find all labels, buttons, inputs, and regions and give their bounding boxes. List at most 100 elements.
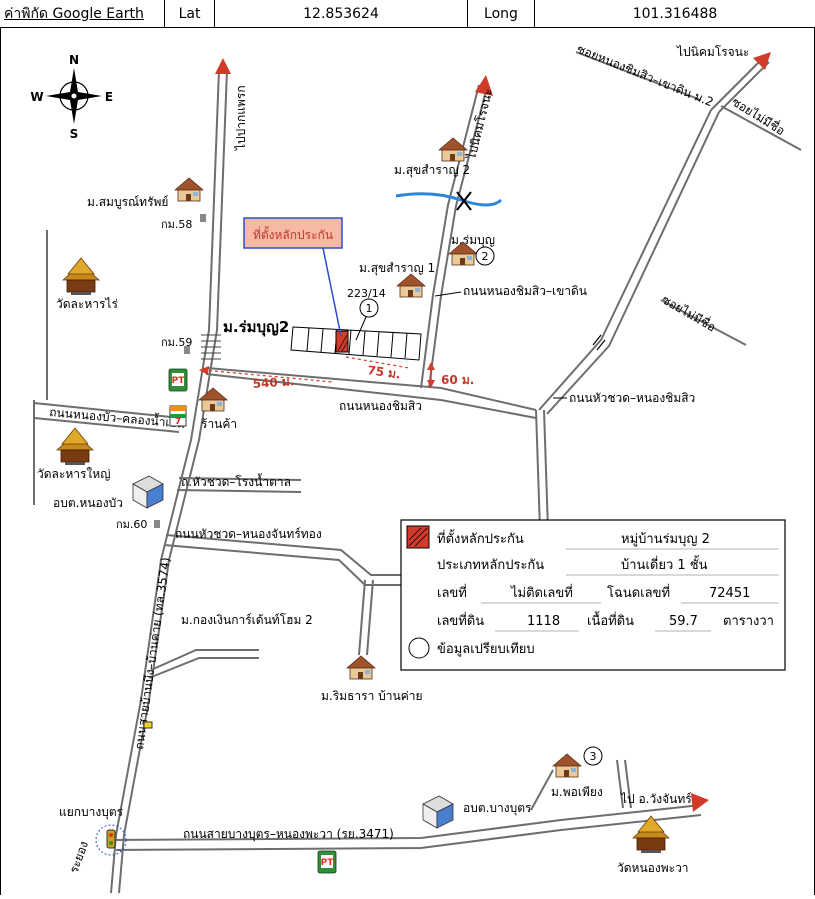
compare-marker-1 [359,298,379,318]
road-ladder [201,334,221,360]
place-phophiang: ม.พอเพียง [551,785,603,799]
legend-area-unit: ตารางวา [723,614,774,629]
legend-deed-label: โฉนดเลขที่ [607,584,670,601]
arrow-nikhom-icon [475,75,493,96]
legend-type-label: ประเภทหลักประกัน [437,558,544,573]
compare-marker-2 [475,246,495,266]
distance-75-label: 75 ม. [367,363,402,382]
place-yaek-bangbut: แยกบางบุตร [59,805,124,820]
location-label: ที่ตั้งหลักประกัน [253,226,333,242]
road-to-wangchan: ไป อ.วังจันทร์ [620,792,692,806]
road-to-nikhom: ไปนิคมโรจนะ [676,45,749,59]
intersection-bangbut [95,824,127,856]
compare-marker-1-num: 1 [366,302,373,315]
location-pointer [322,247,342,337]
road-soi-maimichue-mid: ซอยไม่มีชื่อ [660,291,720,335]
bridge-icon [456,191,472,211]
river [395,192,503,207]
compare-marker-1-line [355,316,367,341]
long-label: Long [468,0,535,27]
road-huachuat-ronghamtan: ถ.หัวชวด–โรงน้ำตาล [181,473,291,489]
legend-location: ที่ตั้งหลักประกัน [437,529,524,547]
place-somboonsap: ม.สมบูรณ์ทรัพย์ [87,195,168,210]
road-huachuat-nongchimsio: ถนนหัวชวด–หนองชิมสิว [569,391,695,405]
legend-compare: ข้อมูลเปรียบเทียบ [437,641,535,657]
compass-e: E [105,90,113,104]
shop-icon [198,387,228,412]
road-to-paksaeng: ไปปากแพรก [234,85,248,151]
ptt-station-1-icon [168,368,188,392]
compass-w: W [30,90,43,104]
place-sooksamran2: ม.สุขสำราญ 2 [394,163,470,178]
long-value: 101.316488 [632,5,718,22]
place-km60: กม.60 [116,518,147,531]
compare-marker-3-num: 3 [590,750,597,763]
house-phophiang-icon [552,753,582,778]
legend-land-label: เลขที่ดิน [437,612,484,629]
road-nongchimsio-khaodin-pointer [434,291,462,297]
map-area: PT N S W E [0,27,815,895]
culvert-icon [592,334,606,351]
place-kongngoen: ม.กองเงินการ์เด้นท์โฮม 2 [181,613,313,627]
distance-60-arrow2-icon [427,380,435,388]
map-svg: PT N S W E [30,42,802,894]
lat-value: 12.853624 [215,0,468,27]
temple-lahan-rai-icon [62,257,100,296]
signpost-icon [143,721,153,729]
house-somboonsap-icon [174,177,204,202]
distance-540-label: 540 ม. [252,374,295,391]
road-network [33,51,802,894]
road-nongchimsio: ถนนหนองชิมสิว [339,399,422,413]
header-title-text: ค่าพิกัด Google Earth [4,5,144,22]
place-romboon: ม.ร่มบุญ [451,233,495,248]
legend-box: ที่ตั้งหลักประกัน หมู่บ้านร่มบุญ 2 ประเภ… [400,519,786,671]
office-nongbua-icon [132,475,164,509]
place-sooksamran1: ม.สุขสำราญ 1 [359,261,435,276]
place-km59: กม.59 [161,336,192,349]
arrow-wangchan-icon [691,793,709,812]
place-shop: ร้านค้า [201,417,237,431]
compare-marker-3 [583,746,603,766]
arrow-nikhom-ne-icon [753,52,771,70]
legend-type-value: บ้านเดี่ยว 1 ชั้น [621,555,708,573]
km60-post-icon [154,520,160,528]
office-bangbut-icon [422,795,454,829]
distance-60-label: 60 ม. [441,373,474,387]
legend-no-value: ไม่ติดเลขที่ [510,584,573,601]
legend-no-label: เลขที่ [437,584,467,601]
km59-post-icon [184,346,190,354]
village-plots [290,326,422,361]
road-huachuat-nongchanthong: ถนนหัวชวด–หนองจันทร์ทอง [175,527,322,541]
location-label-box [243,217,343,249]
place-wat-lahan-yai: วัดละหารใหญ่ [37,467,110,481]
compass-s: S [70,127,79,141]
distance-540-line [202,369,334,383]
header-title: ค่าพิกัด Google Earth [0,0,165,27]
legend-area-label: เนื้อที่ดิน [587,611,634,629]
legend-deed-value: 72451 [709,586,750,601]
road-bangbut-nongphawa: ถนนสายบางบุตร–หนองพะวา (รย.3471) [183,827,394,842]
place-abt-bangbut: อบต.บางบุตร [463,801,532,816]
house-sooksamran1-icon [396,273,426,298]
legend-compare-circle [408,637,430,659]
place-abt-nongbua: อบต.หนองบัว [53,496,123,510]
road-nongchimsio-khaodin: ถนนหนองชิมสิว–เขาดิน [463,284,587,298]
arrow-paksaeng-icon [215,58,231,74]
traffic-light-icon [106,829,116,849]
compare-marker-2-num: 2 [482,250,489,263]
road-rayong: ระยอง [67,839,91,875]
house-sooksamran2-icon [438,137,468,162]
place-rimthara: ม.ริมธารา บ้านค่าย [321,689,423,703]
compass-rose-icon: N S W E [30,53,113,141]
seven-eleven-icon: 7 [169,405,187,427]
plot-hatch [337,334,349,352]
compass-n: N [69,53,79,67]
distance-60-arrow-icon [427,362,435,370]
ptt-station-2-icon [317,850,337,874]
house-rimthara-icon [346,655,376,680]
legend-land-value: 1118 [527,614,560,629]
place-wat-nongphawa: วัดหนองพะวา [617,861,689,875]
legend-village: หมู่บ้านร่มบุญ 2 [621,532,710,547]
place-km58: กม.58 [161,218,192,231]
lat-label: Lat [165,0,215,27]
